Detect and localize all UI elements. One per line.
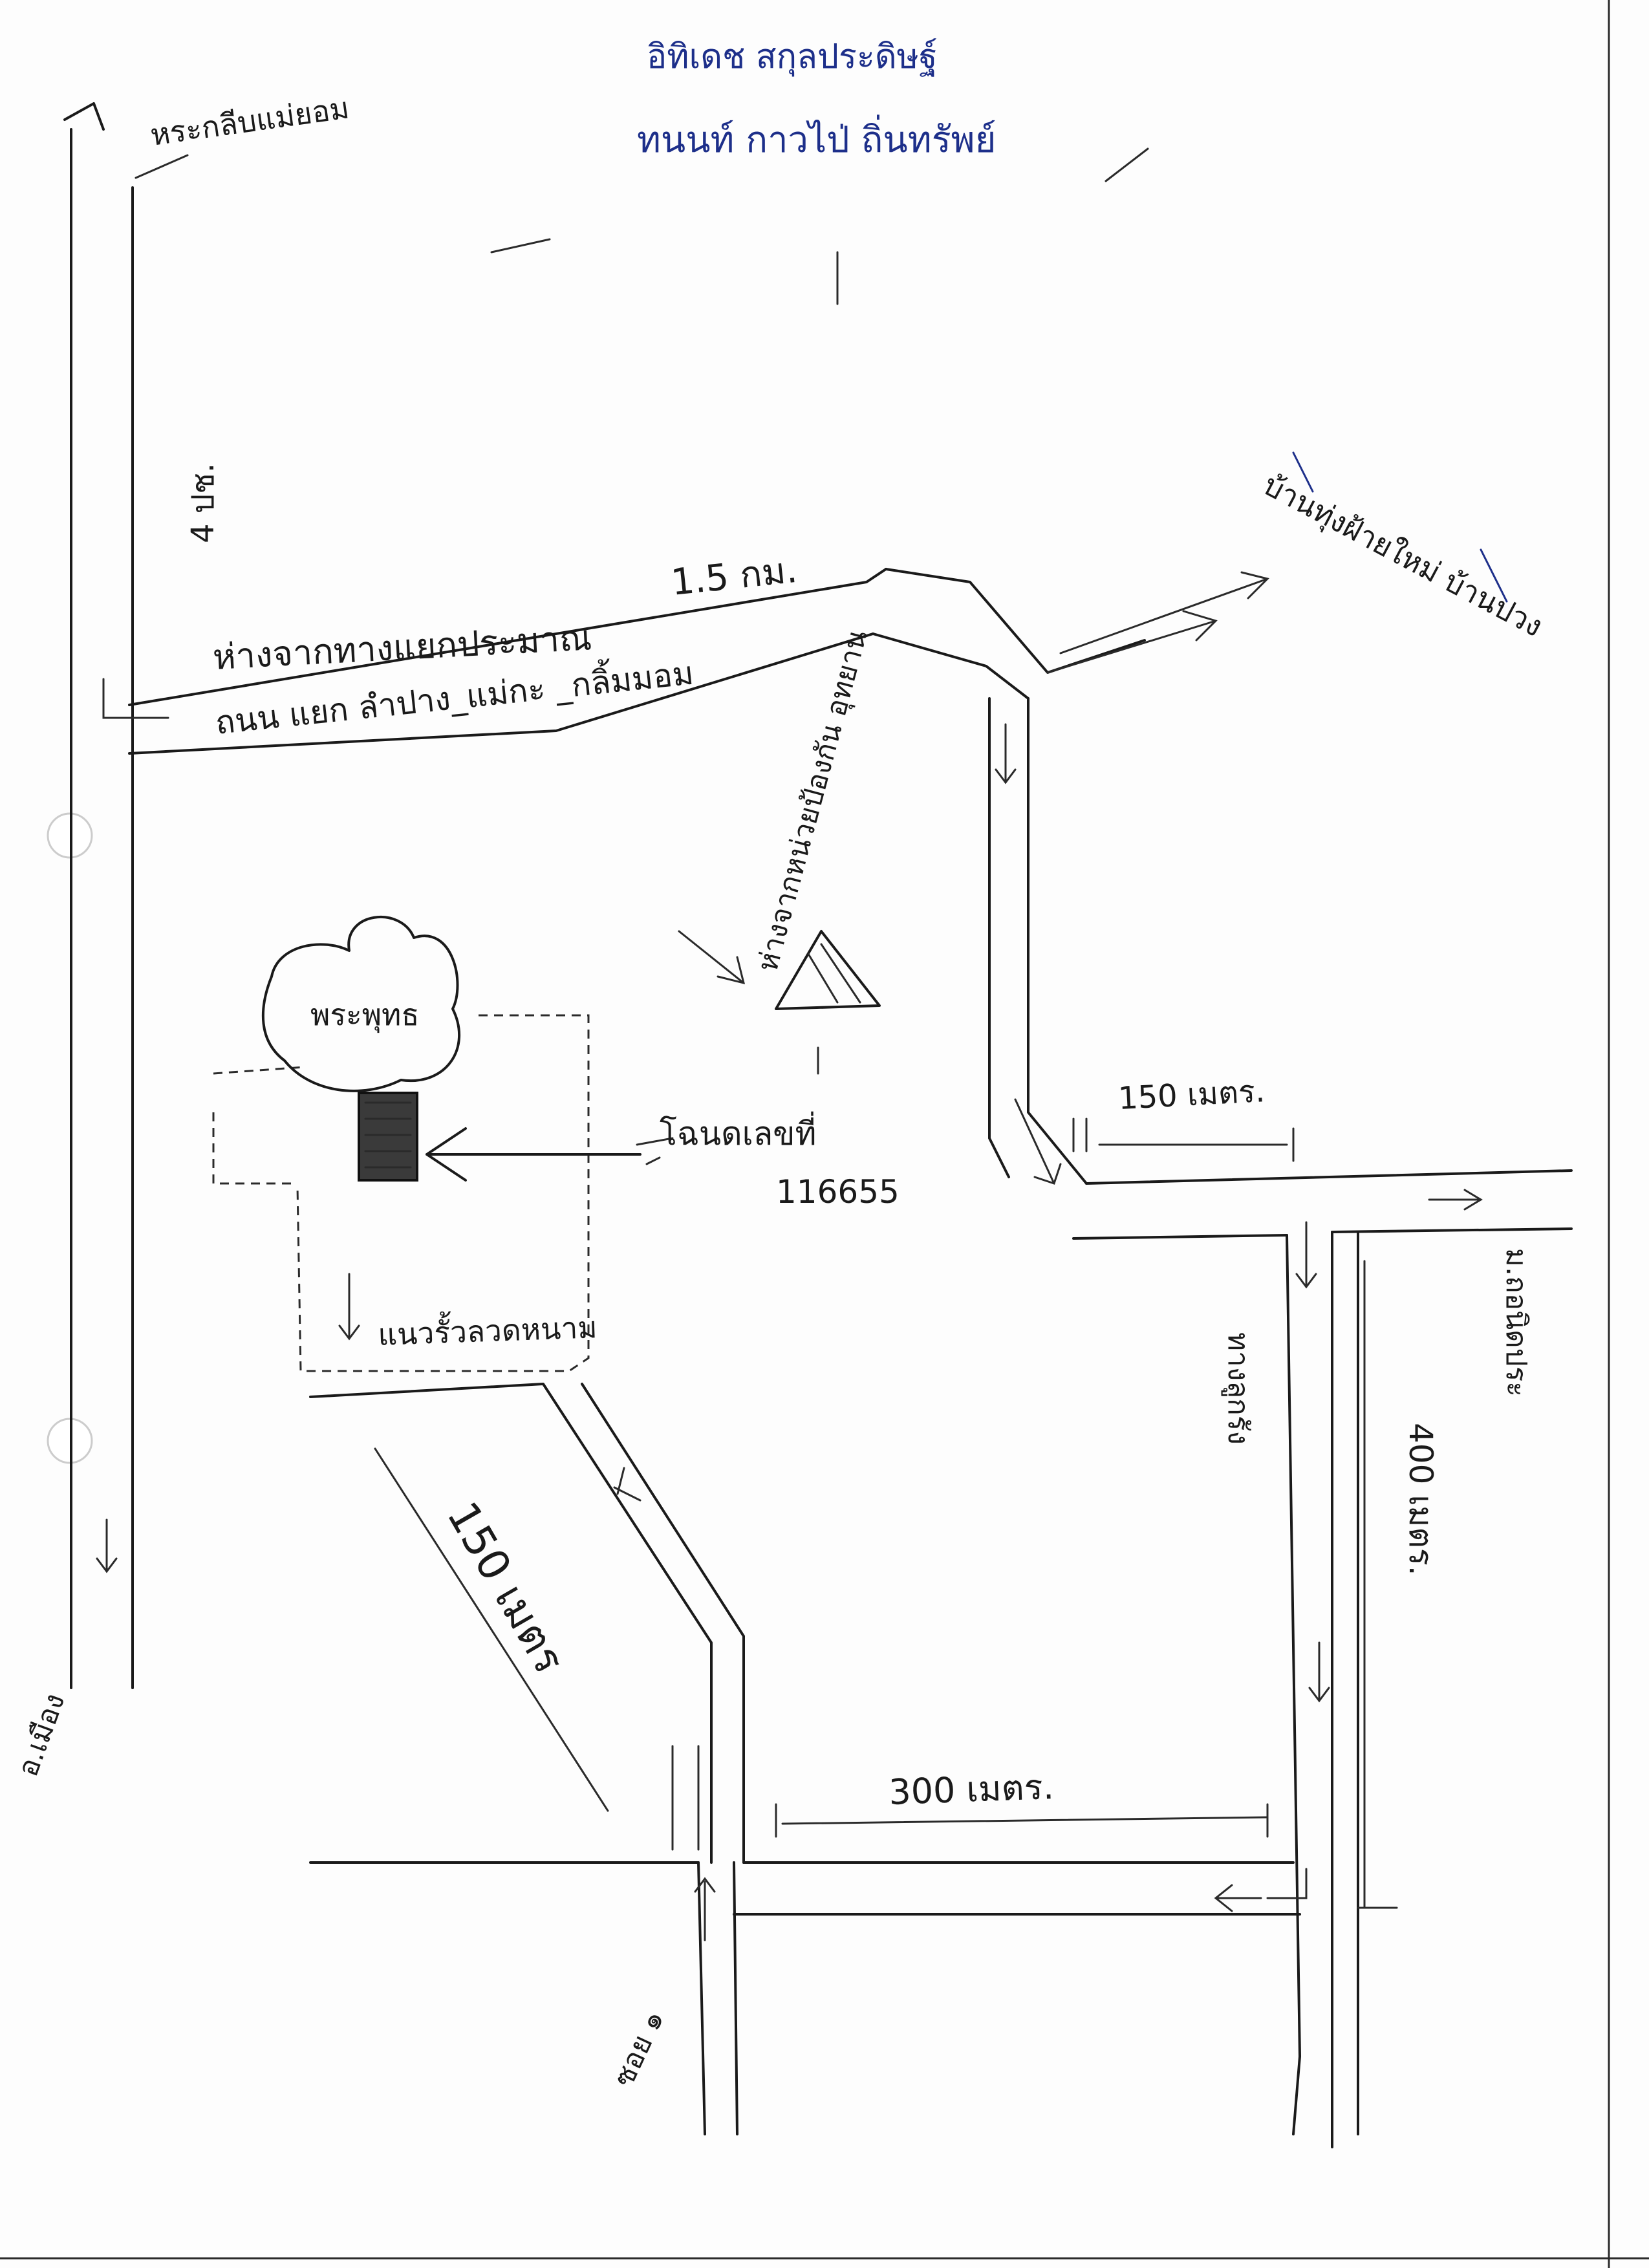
label-top-left-village: หระกลีบแม่ยอม (148, 90, 351, 153)
label-deed-number: 116655 (776, 1173, 900, 1211)
east-road-bottom-edge (1072, 1227, 1573, 1240)
header-line-1: อิทิเดช สกุลประดิษฐ์ (647, 38, 938, 77)
label-top-right-destination: บ้านทุ่งฝ้ายใหม่ บ้านปวง (1257, 467, 1549, 645)
right-road-tick (1072, 1118, 1088, 1152)
east-road-arrow (1428, 1189, 1483, 1211)
label-south-fence: แนวรั้วลวดหนาม (377, 1306, 598, 1352)
label-300: 300 เมตร. (888, 1766, 1055, 1813)
left-road-crossout (135, 154, 189, 179)
south-road-left (697, 1861, 706, 2135)
temple-building-hatch (364, 1101, 412, 1169)
deed-arrow (426, 1127, 641, 1182)
header-line-2: ทนนท์ กาวไป่ ถิ่นทรัพย์ (637, 114, 996, 161)
diag-road-top (309, 1383, 713, 1864)
diag-road-right (581, 1383, 745, 1864)
mid-right-road-left (1286, 1234, 1301, 2135)
main-road-top-edge (128, 568, 887, 706)
triangle-arrow (678, 930, 746, 985)
triangle-landmark (775, 930, 881, 1010)
right-road-left-edge (988, 697, 1010, 1178)
bottom-road-arrow-left (1214, 1868, 1308, 1912)
dim-ticks-300 (775, 1803, 1269, 1838)
label-bottom-road: ซอย ๑ (607, 2005, 671, 2092)
deed-arrow-tail (636, 1137, 674, 1165)
temple-building (358, 1092, 418, 1182)
left-road-down-arrow (96, 1518, 118, 1573)
road-bend-top (885, 568, 1146, 674)
main-road-arrow-left (102, 678, 169, 719)
left-road-top-arrow (63, 102, 105, 131)
plot-boundary-left (212, 1112, 297, 1185)
temple-tree-cloud (261, 916, 460, 1092)
dim-line-150-diag (374, 1447, 609, 1812)
label-deed-arrow: โฉนดเลขที่ (660, 1112, 816, 1152)
east-road-top-edge (1085, 1169, 1573, 1185)
label-400: 400 เมตร. (1402, 1423, 1439, 1576)
dest-mark-1 (1480, 548, 1508, 603)
road-bend-bottom (872, 632, 1029, 700)
stray-mark-1 (490, 238, 551, 254)
mid-right-down-arrow-1 (1295, 1221, 1317, 1289)
right-road-right-edge (1027, 697, 1088, 1185)
dim-line-400 (1357, 1260, 1398, 1909)
main-road-bottom-edge (128, 632, 874, 755)
south-road-right (733, 1861, 738, 2135)
right-road-down-arrow-2 (1014, 1098, 1062, 1185)
south-road-up-arrow (694, 1877, 716, 1941)
right-road-down-arrow-1 (995, 723, 1017, 784)
arrow-to-ban-thung-fai-2 (1059, 571, 1269, 654)
triangle-hatch (807, 943, 861, 1004)
diag-road-ticks (671, 1745, 700, 1851)
fence-down-arrow (338, 1273, 360, 1341)
label-temple: พระพุทธ (310, 997, 419, 1033)
label-bottom-left: อ.เมือง (11, 1689, 71, 1781)
diag-road-arrow (613, 1467, 641, 1502)
dim-line-300 (781, 1816, 1269, 1825)
label-left-vertical-road: 4 ปช. (185, 463, 221, 543)
mid-right-down-arrow-2 (1308, 1641, 1330, 1703)
label-village-road-right: ม.ถอนิดประ (1500, 1248, 1533, 1397)
dest-mark-2 (1292, 451, 1314, 493)
stray-mark-3 (1105, 147, 1149, 182)
arrow-to-ban-thung-fai (1046, 610, 1218, 674)
label-from-junction: ห่างจากทางแยกประมาณ (211, 617, 592, 678)
label-canal-right: ทางลูกรัง (1221, 1332, 1255, 1445)
label-150-top: 150 เมตร. (1117, 1073, 1266, 1117)
label-forest-office: ห่างจากหน่วยป้องกัน อุทยาน (751, 627, 874, 975)
